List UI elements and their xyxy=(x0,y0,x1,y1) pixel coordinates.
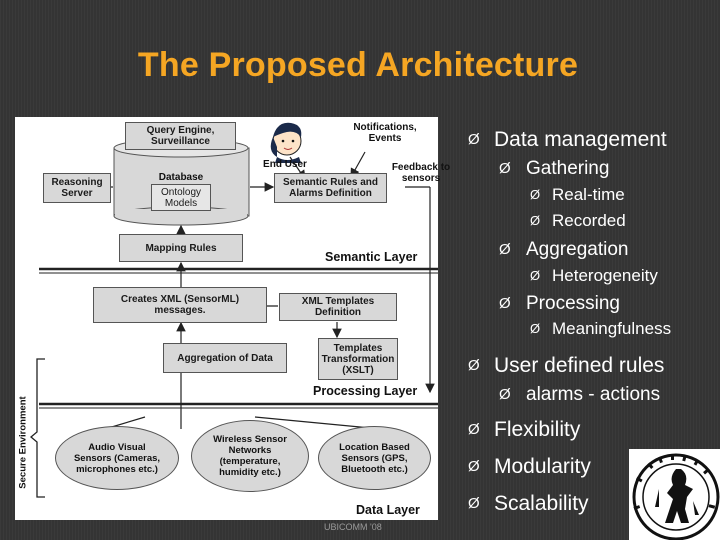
bullet-arrow-icon: Ø xyxy=(499,241,511,258)
mapping-rules-box: Mapping Rules xyxy=(119,234,243,262)
bullet-arrow-icon: Ø xyxy=(530,268,541,283)
architecture-diagram: Query Engine,Surveillance Notifications,… xyxy=(15,117,450,520)
university-seal-logo xyxy=(629,449,720,540)
bullet-text: Meaningfulness xyxy=(552,319,672,338)
bullet-arrow-icon: Ø xyxy=(468,495,480,512)
notifications-label: Notifications,Events xyxy=(353,122,417,144)
bullet-item-level-1: Ø Data management xyxy=(468,128,667,152)
bullet-item-level-3: Ø Meaningfulness xyxy=(530,319,671,339)
aggregation-box: Aggregation of Data xyxy=(163,343,287,373)
secure-bracket xyxy=(29,358,45,498)
bullet-item-level-1: Ø User defined rules xyxy=(468,354,664,378)
bullet-text: Aggregation xyxy=(526,239,629,260)
bullet-arrow-icon: Ø xyxy=(499,160,511,177)
end-user-label: End User xyxy=(263,159,307,170)
bullet-item-level-3: Ø Recorded xyxy=(530,211,626,231)
bullet-arrow-icon: Ø xyxy=(468,421,480,438)
bullet-arrow-icon: Ø xyxy=(468,458,480,475)
bullet-text: Modularity xyxy=(494,455,591,478)
bullet-arrow-icon: Ø xyxy=(468,357,480,374)
database-label: Database xyxy=(158,172,204,183)
bullet-arrow-icon: Ø xyxy=(499,386,511,403)
bullet-item-level-1: Ø Modularity xyxy=(468,455,591,479)
bullet-arrow-icon: Ø xyxy=(530,321,541,336)
data-layer-label: Data Layer xyxy=(356,503,420,517)
bullet-text: Processing xyxy=(526,293,620,314)
bullet-arrow-icon: Ø xyxy=(499,295,511,312)
bullet-text: Gathering xyxy=(526,158,610,179)
bullet-item-level-1: Ø Scalability xyxy=(468,492,589,516)
footer-text: UBICOMM '08 xyxy=(324,522,382,532)
bullet-text: Scalability xyxy=(494,492,589,515)
bullet-item-level-1: Ø Flexibility xyxy=(468,418,580,442)
bullet-text: Recorded xyxy=(552,211,626,230)
processing-layer-label: Processing Layer xyxy=(313,384,418,398)
bullet-arrow-icon: Ø xyxy=(530,213,541,228)
semantic-layer-label: Semantic Layer xyxy=(325,250,418,264)
bullet-text: Data management xyxy=(494,128,667,151)
bullet-item-level-2: Ø Aggregation xyxy=(499,239,628,261)
bullet-arrow-icon: Ø xyxy=(468,131,480,148)
slide-title: The Proposed Architecture xyxy=(137,46,579,84)
bullet-item-level-2: Ø Processing xyxy=(499,293,620,315)
bullet-item-level-3: Ø Real-time xyxy=(530,185,625,205)
bullet-arrow-icon: Ø xyxy=(530,187,541,202)
bullet-item-level-3: Ø Heterogeneity xyxy=(530,266,658,286)
bullet-item-level-2: Ø Gathering xyxy=(499,158,609,180)
creates-xml-box: Creates XML (SensorML)messages. xyxy=(93,287,267,323)
bullet-text: Heterogeneity xyxy=(552,266,658,285)
bullet-text: User defined rules xyxy=(494,354,665,377)
bullet-text: alarms - actions xyxy=(526,384,661,405)
secure-environment-label: Secure Environment xyxy=(17,396,29,489)
query-engine-box: Query Engine,Surveillance xyxy=(125,122,236,150)
bullet-text: Real-time xyxy=(552,185,625,204)
end-user-icon xyxy=(270,122,302,163)
bullet-text: Flexibility xyxy=(494,418,581,441)
